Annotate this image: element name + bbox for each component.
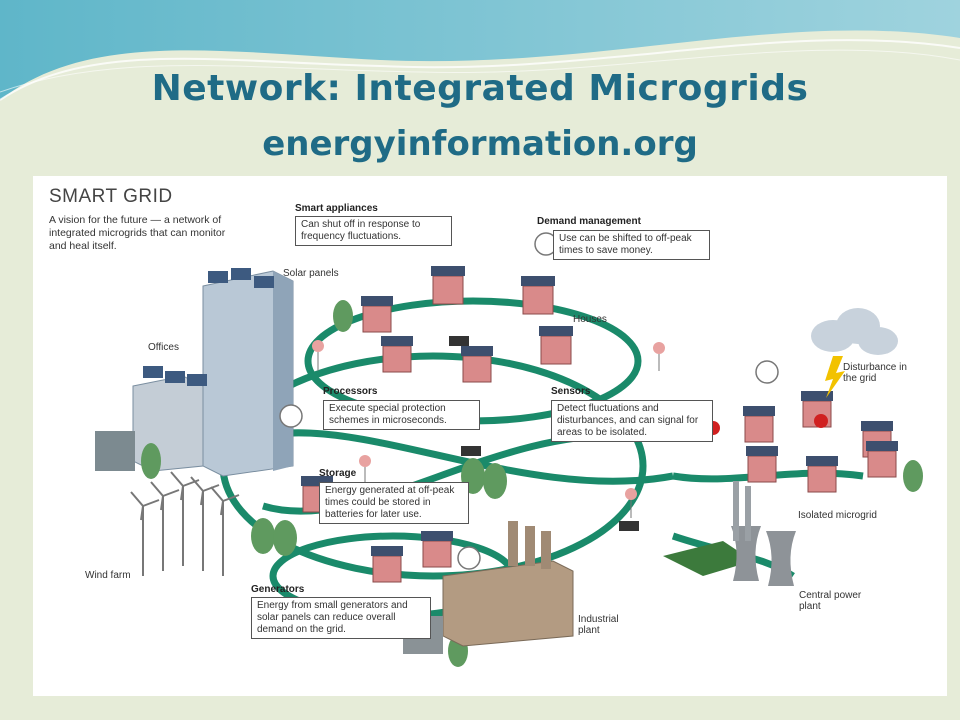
sensors-box: Detect fluctuations and disturbances, an… (551, 400, 713, 442)
processors-box: Execute special protection schemes in mi… (323, 400, 480, 430)
processors-heading: Processors (323, 386, 378, 397)
central-power-plant (663, 481, 796, 586)
houses (302, 275, 897, 583)
disturbance-label: Disturbance in the grid (843, 362, 907, 384)
slide-subtitle: energyinformation.org (262, 124, 698, 164)
smart-appliances-box: Can shut off in response to frequency fl… (295, 216, 452, 246)
smart-appliances-heading: Smart appliances (295, 203, 378, 214)
industrial-plant-label: Industrial plant (578, 614, 619, 636)
sensors-heading: Sensors (551, 386, 591, 397)
storage-box: Energy generated at off-peak times could… (319, 482, 469, 524)
generators-heading: Generators (251, 584, 305, 595)
wind-turbines (130, 471, 240, 576)
diagram-title: SMART GRID (49, 186, 173, 207)
demand-management-box: Use can be shifted to off-peak times to … (553, 230, 710, 260)
smart-grid-diagram: SMART GRID A vision for the future — a n… (33, 176, 947, 696)
house-roofs (301, 266, 898, 556)
generators-box: Energy from small generators and solar p… (251, 597, 431, 639)
storm-cloud (811, 308, 898, 398)
processors (449, 336, 639, 531)
wind-farm-label: Wind farm (85, 570, 131, 581)
gauges (279, 232, 779, 570)
offices-buildings (95, 270, 294, 479)
solar-panel-array (143, 268, 274, 386)
offices-label: Offices (148, 342, 179, 353)
isolated-microgrid-label: Isolated microgrid (798, 510, 877, 521)
diagram-graphics (95, 232, 923, 667)
slide-title: Network: Integrated Microgrids (151, 68, 809, 109)
wave-decoration (0, 0, 960, 101)
diagram-subtitle: A vision for the future — a network of i… (49, 214, 226, 252)
central-power-plant-label: Central power plant (799, 590, 862, 612)
storage-heading: Storage (319, 468, 357, 479)
sensors (312, 340, 828, 518)
houses-label: Houses (573, 314, 607, 325)
demand-management-heading: Demand management (537, 216, 641, 227)
solar-panels-label: Solar panels (283, 268, 339, 279)
